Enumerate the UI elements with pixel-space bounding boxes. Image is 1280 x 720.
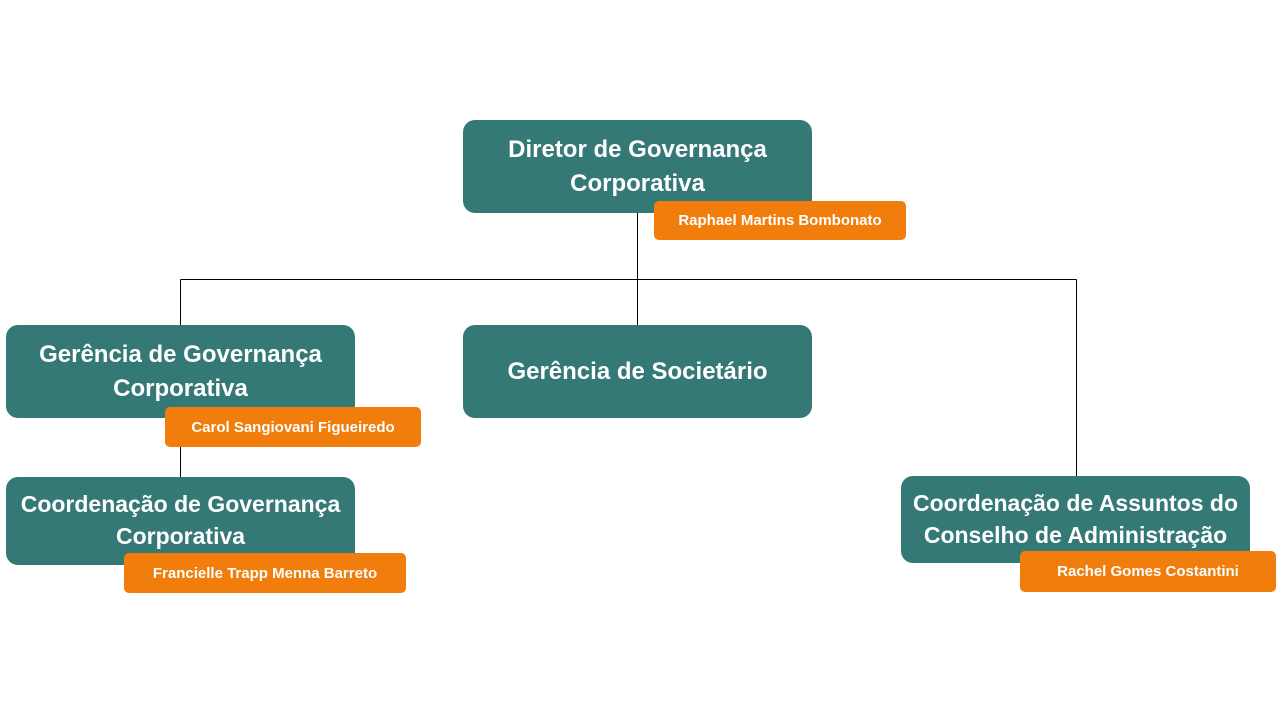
person-name: Carol Sangiovani Figueiredo	[191, 418, 395, 436]
unit-title: Gerência de Societário	[507, 357, 768, 385]
person-name: Rachel Gomes Costantini	[1057, 563, 1239, 580]
unit-gerencia-governanca[interactable]: Gerência de Governança Corporativa	[6, 325, 355, 418]
person-badge-coordenacao-governanca: Francielle Trapp Menna Barreto	[124, 553, 406, 593]
unit-title: Gerência de Governança Corporativa	[39, 341, 322, 402]
unit-title: Diretor de Governança Corporativa	[508, 136, 767, 197]
person-badge-director: Raphael Martins Bombonato	[654, 201, 906, 240]
person-name: Raphael Martins Bombonato	[678, 212, 882, 229]
unit-title: Coordenação de Assuntos do Conselho de A…	[912, 489, 1239, 548]
person-badge-gerencia-governanca: Carol Sangiovani Figueiredo	[165, 407, 421, 447]
unit-coordenacao-governanca[interactable]: Coordenação de Governança Corporativa	[6, 477, 355, 565]
unit-title: Coordenação de Governança Corporativa	[20, 491, 341, 549]
unit-gerencia-societario[interactable]: Gerência de Societário	[463, 325, 812, 418]
person-name: Francielle Trapp Menna Barreto	[152, 564, 378, 582]
unit-coordenacao-conselho[interactable]: Coordenação de Assuntos do Conselho de A…	[901, 476, 1250, 563]
person-badge-coordenacao-conselho: Rachel Gomes Costantini	[1020, 551, 1276, 592]
unit-director-governanca[interactable]: Diretor de Governança Corporativa	[463, 120, 812, 213]
